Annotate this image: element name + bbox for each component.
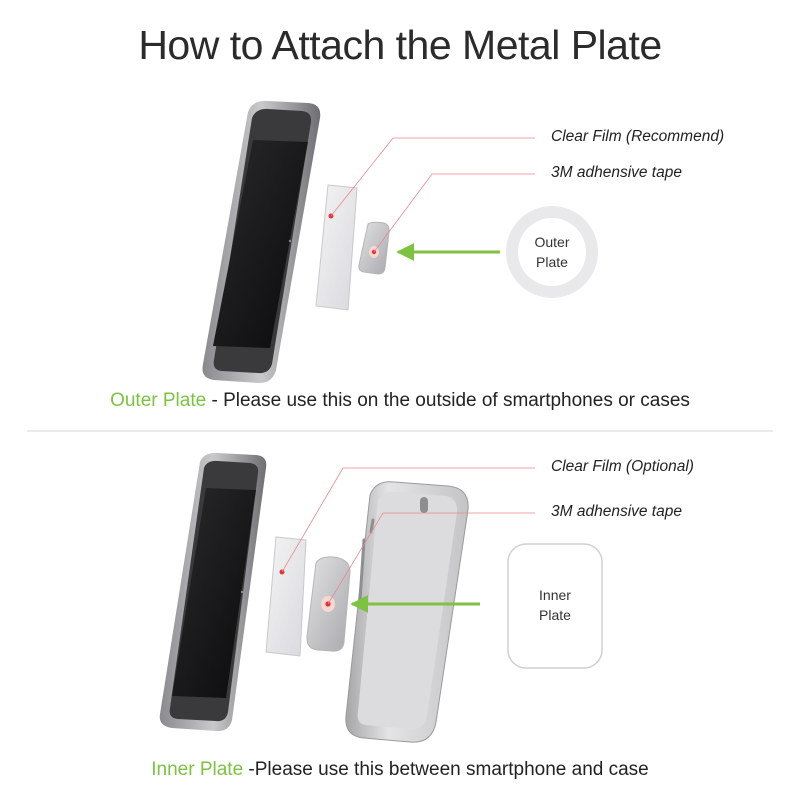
page-title: How to Attach the Metal Plate (138, 22, 662, 68)
callout-clear-film-top: Clear Film (Recommend) (551, 128, 725, 145)
adhesive-tape-top (358, 221, 390, 275)
inner-plate-label-line2: Plate (539, 607, 571, 623)
phone-case (345, 481, 469, 743)
callout-adhesive-tape-top: 3M adhensive tape (551, 164, 682, 181)
callout-clear-film-bottom: Clear Film (Optional) (551, 458, 694, 475)
inner-plate-caption-highlight: Inner Plate (151, 759, 244, 780)
outer-plate-label: Outer Plate (512, 232, 592, 272)
clear-film-bottom (265, 536, 307, 657)
inner-plate-label: Inner Plate (515, 585, 595, 625)
outer-plate-caption: Outer Plate - Please use this on the out… (0, 390, 800, 412)
inner-plate-icon (507, 543, 603, 669)
callout-adhesive-tape-bottom: 3M adhensive tape (551, 503, 682, 520)
inner-plate-caption-text: -Please use this between smartphone and … (243, 759, 649, 780)
outer-plate-caption-highlight: Outer Plate (110, 390, 207, 411)
outer-plate-label-line2: Plate (536, 254, 568, 270)
inner-plate-label-line1: Inner (539, 587, 571, 603)
inner-plate-caption: Inner Plate -Please use this between sma… (0, 759, 800, 781)
clear-film-top (315, 184, 358, 311)
phone-illustration-bottom (159, 452, 267, 732)
callout-lines-top (330, 137, 535, 253)
outer-plate-label-line1: Outer (534, 234, 570, 250)
callout-lines-bottom (281, 467, 535, 605)
outer-plate-caption-text: - Please use this on the outside of smar… (206, 390, 690, 411)
outer-plate-icon (506, 206, 598, 298)
phone-illustration-top (202, 100, 321, 384)
